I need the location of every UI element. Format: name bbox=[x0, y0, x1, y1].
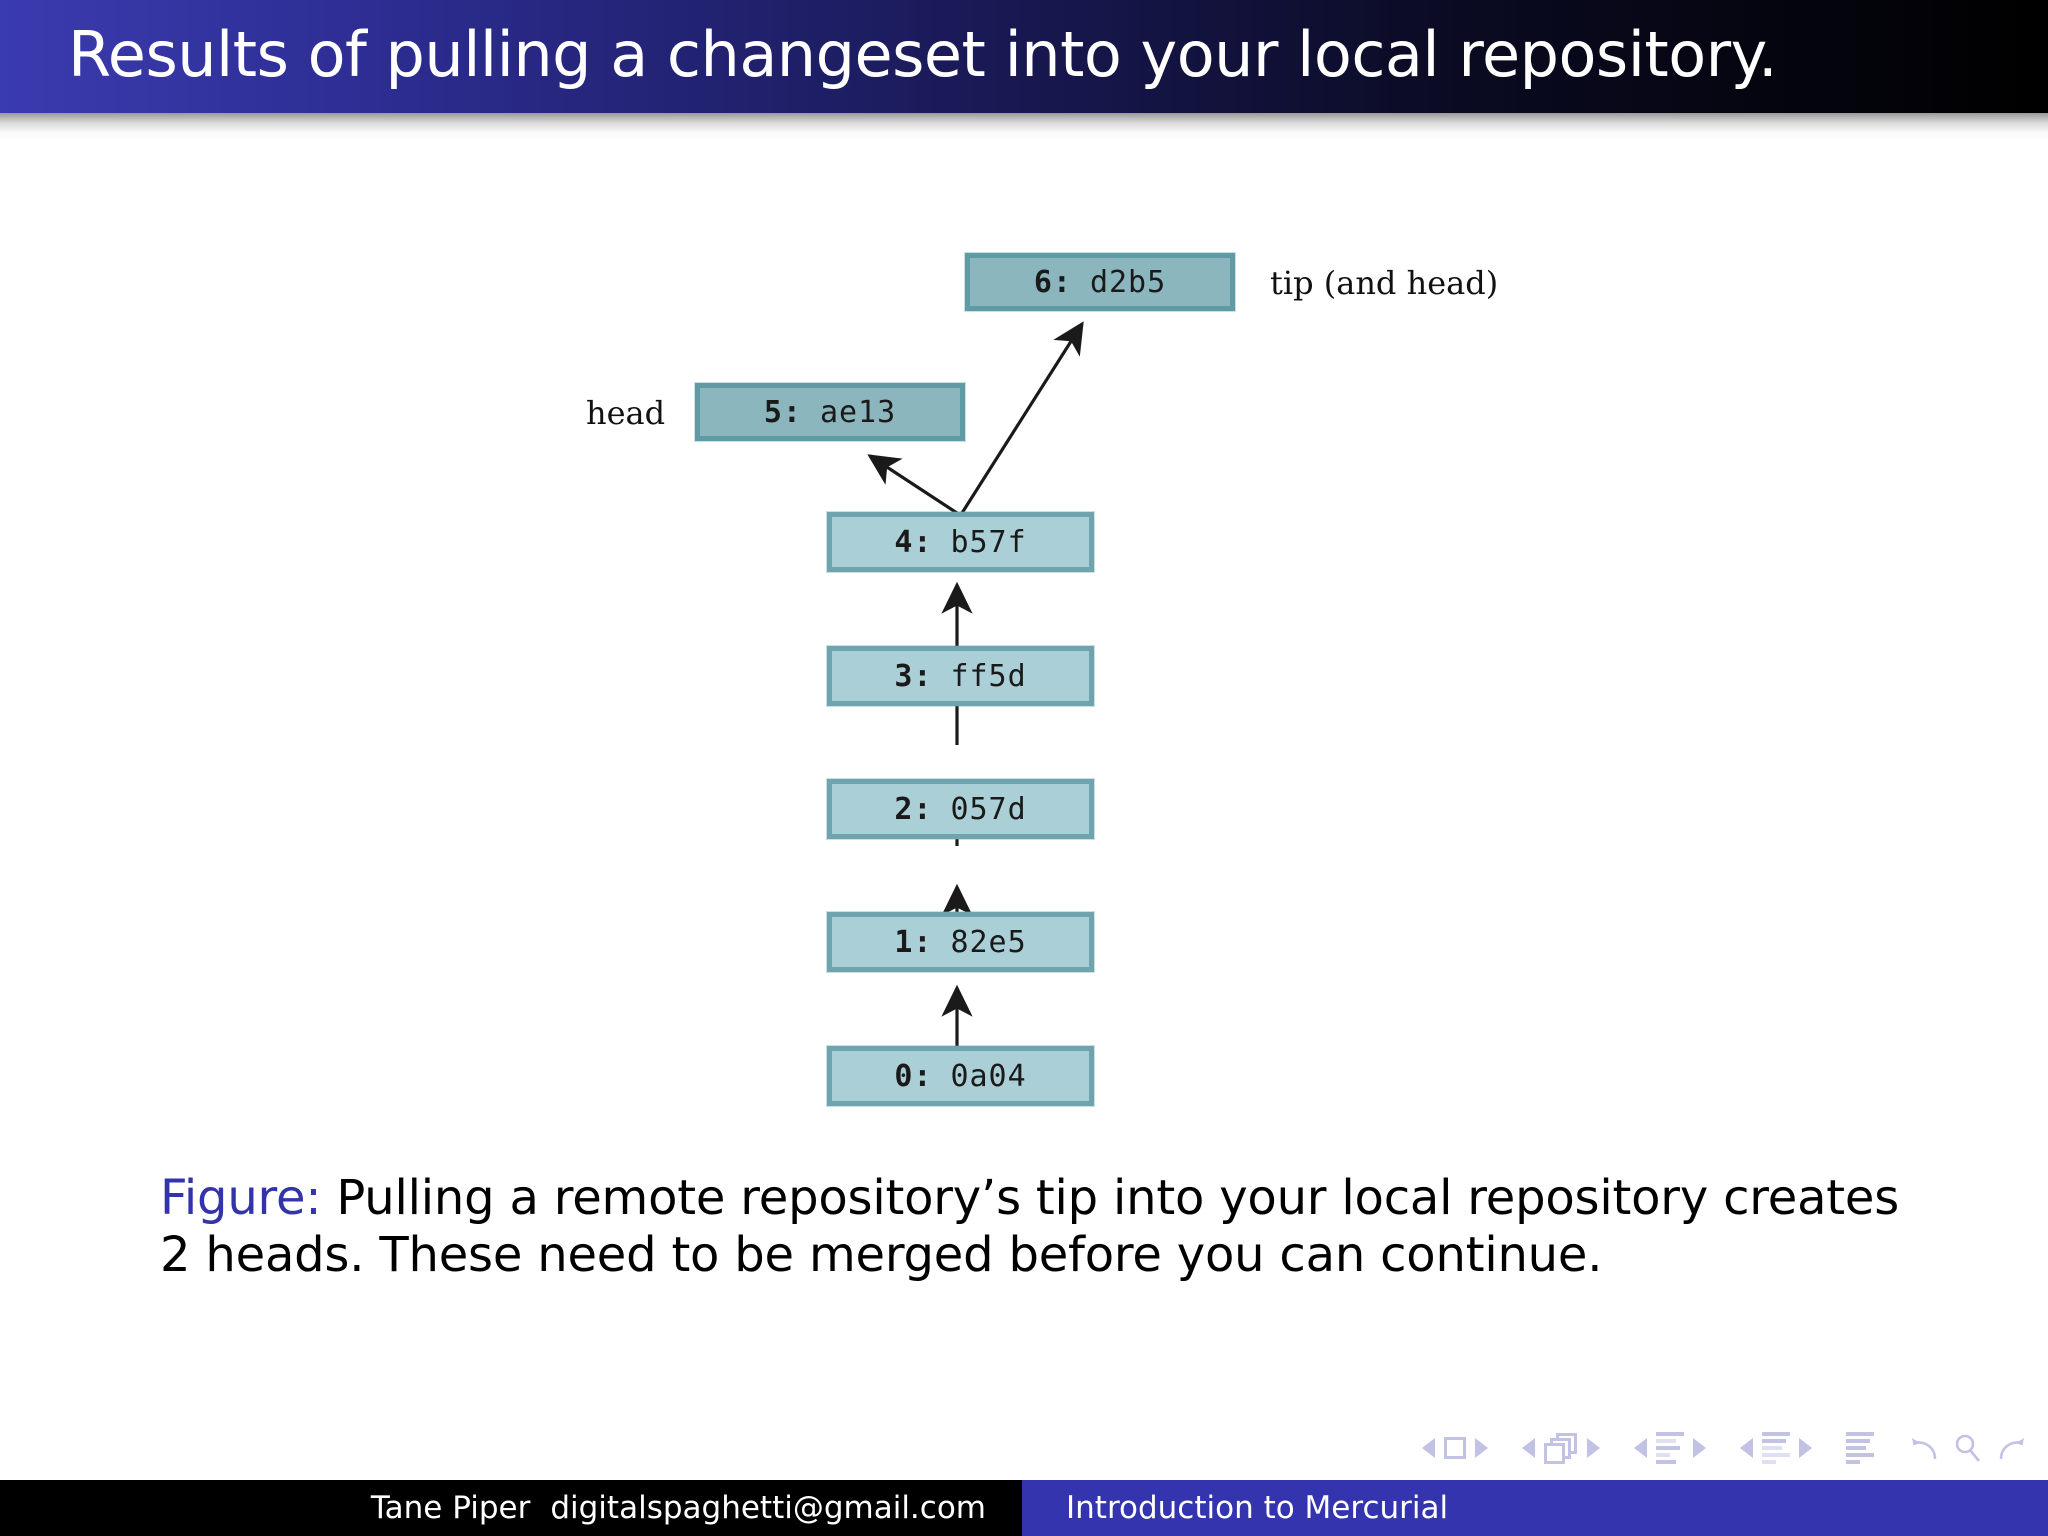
dag-node-4[interactable]: 4: b57f bbox=[827, 512, 1094, 572]
next-subsection-icon[interactable] bbox=[1693, 1438, 1706, 1458]
forward-icon[interactable] bbox=[1994, 1431, 2028, 1465]
dag-node-2-hash: 057d bbox=[950, 791, 1027, 827]
dag-node-1-hash: 82e5 bbox=[950, 924, 1027, 960]
dag-node-1-rev: 1: bbox=[894, 924, 933, 960]
section-icon[interactable] bbox=[1762, 1432, 1790, 1464]
footer-author-section: Tane Piper digitalspaghetti@gmail.com bbox=[0, 1480, 1022, 1536]
next-slide-icon[interactable] bbox=[1475, 1438, 1488, 1458]
slide-header: Results of pulling a changeset into your… bbox=[0, 0, 2048, 113]
dag-node-6[interactable]: 6: d2b5 bbox=[965, 253, 1235, 311]
next-section-icon[interactable] bbox=[1799, 1438, 1812, 1458]
section-nav-group[interactable] bbox=[1740, 1432, 1812, 1464]
dag-node-0-rev: 0: bbox=[894, 1058, 933, 1094]
footer-presentation-section: Introduction to Mercurial bbox=[1022, 1480, 2048, 1536]
dag-node-5-rev: 5: bbox=[763, 394, 802, 430]
dag-node-3-hash: ff5d bbox=[950, 658, 1027, 694]
beamer-navigation-bar[interactable] bbox=[1422, 1420, 2034, 1476]
tip-and-head-label: tip (and head) bbox=[1270, 264, 1499, 302]
next-frame-icon[interactable] bbox=[1587, 1438, 1600, 1458]
slide-footer: Tane Piper digitalspaghetti@gmail.com In… bbox=[0, 1480, 2048, 1536]
dag-node-2-rev: 2: bbox=[894, 791, 933, 827]
slide-nav-group[interactable] bbox=[1422, 1437, 1488, 1459]
dag-node-0[interactable]: 0: 0a04 bbox=[827, 1046, 1094, 1106]
presentation-nav-group[interactable] bbox=[1846, 1432, 1874, 1464]
slide-icon[interactable] bbox=[1444, 1437, 1466, 1459]
dag-node-2[interactable]: 2: 057d bbox=[827, 779, 1094, 839]
page-title: Results of pulling a changeset into your… bbox=[68, 17, 1778, 91]
previous-section-icon[interactable] bbox=[1740, 1438, 1753, 1458]
previous-subsection-icon[interactable] bbox=[1634, 1438, 1647, 1458]
footer-presentation-title: Introduction to Mercurial bbox=[1066, 1490, 1449, 1526]
dag-node-3[interactable]: 3: ff5d bbox=[827, 646, 1094, 706]
dag-node-0-hash: 0a04 bbox=[950, 1058, 1027, 1094]
frame-nav-group[interactable] bbox=[1522, 1433, 1600, 1464]
figure-caption-label: Figure: bbox=[160, 1170, 322, 1226]
dag-node-6-rev: 6: bbox=[1033, 264, 1072, 300]
search-icon[interactable] bbox=[1951, 1431, 1985, 1465]
header-shadow bbox=[0, 113, 2048, 141]
figure-caption: Figure: Pulling a remote repository’s ti… bbox=[160, 1170, 1920, 1283]
figure-area: 6: d2b5 tip (and head) 5: ae13 head 4: b… bbox=[0, 141, 2048, 1141]
dag-node-5[interactable]: 5: ae13 bbox=[695, 383, 965, 441]
back-icon[interactable] bbox=[1908, 1431, 1942, 1465]
previous-frame-icon[interactable] bbox=[1522, 1438, 1535, 1458]
dag-node-5-hash: ae13 bbox=[819, 394, 897, 430]
dag-node-4-hash: b57f bbox=[950, 524, 1027, 560]
dag-node-6-hash: d2b5 bbox=[1089, 264, 1167, 300]
frame-icon[interactable] bbox=[1544, 1433, 1578, 1464]
footer-author: Tane Piper bbox=[370, 1490, 531, 1526]
footer-email: digitalspaghetti@gmail.com bbox=[550, 1490, 986, 1526]
presentation-icon[interactable] bbox=[1846, 1432, 1874, 1464]
figure-caption-text: Pulling a remote repository’s tip into y… bbox=[160, 1170, 1900, 1283]
subsection-icon[interactable] bbox=[1656, 1432, 1684, 1464]
dag-node-3-rev: 3: bbox=[894, 658, 933, 694]
subsection-nav-group[interactable] bbox=[1634, 1432, 1706, 1464]
previous-slide-icon[interactable] bbox=[1422, 1438, 1435, 1458]
head-label: head bbox=[586, 394, 666, 432]
dag-node-1[interactable]: 1: 82e5 bbox=[827, 912, 1094, 972]
doc-nav-group[interactable] bbox=[1908, 1431, 2028, 1465]
dag-node-4-rev: 4: bbox=[894, 524, 933, 560]
